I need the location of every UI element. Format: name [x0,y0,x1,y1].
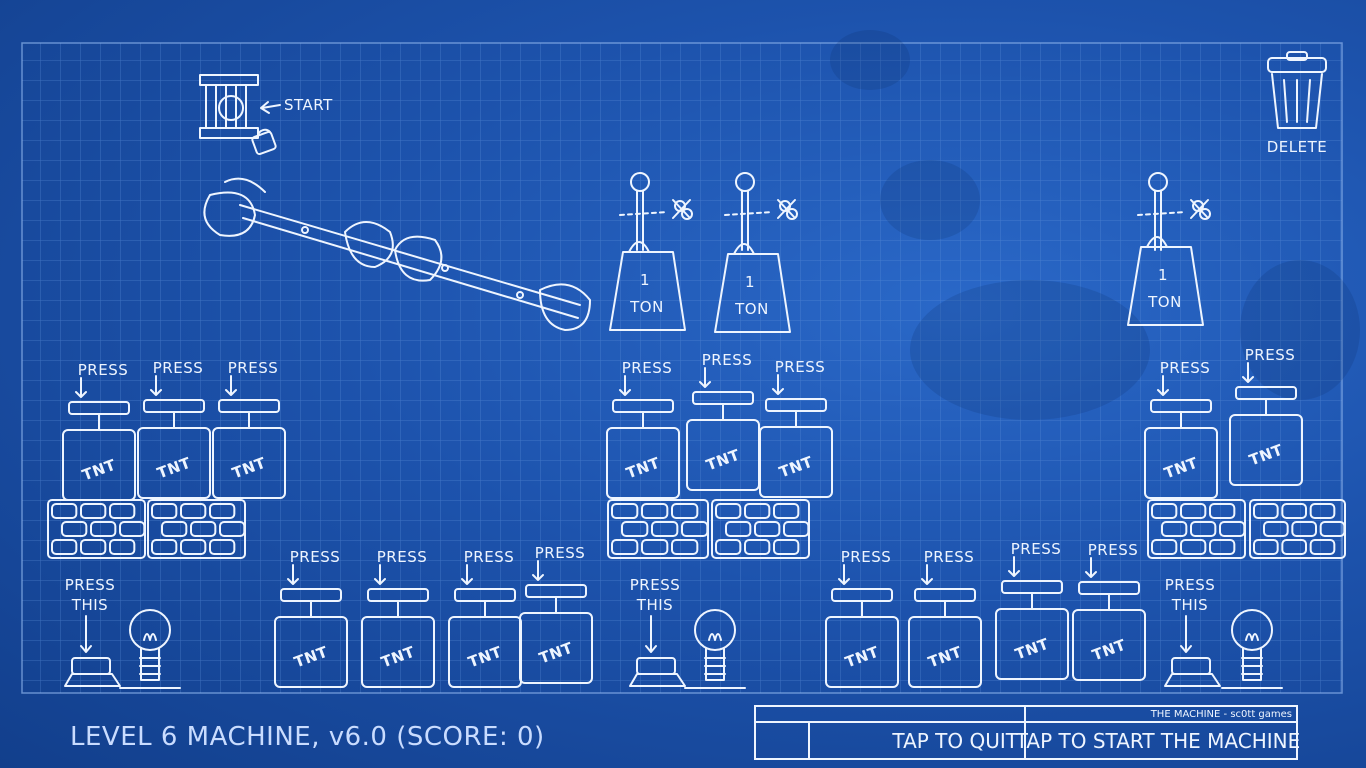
brick-block[interactable] [607,499,709,559]
plunger-icon[interactable] [1150,399,1212,429]
brick-block[interactable] [1147,499,1246,559]
title-block: THE MACHINE - sc0tt games TAP TO QUIT TA… [754,705,1300,760]
start-label: START [284,96,333,114]
press-label: PRESS [1245,346,1296,364]
plunger-icon[interactable] [1001,580,1063,610]
press-this-label-1: PRESS [1165,576,1216,594]
press-label: PRESS [775,358,826,376]
light-bulb-icon [1221,609,1283,689]
plunger-icon[interactable] [692,391,754,421]
press-label: PRESS [622,359,673,377]
press-label: PRESS [228,359,279,377]
plunger-icon[interactable] [914,588,976,618]
press-this-label-1: PRESS [630,576,681,594]
press-label: PRESS [464,548,515,566]
press-label: PRESS [1011,540,1062,558]
press-label: PRESS [924,548,975,566]
press-this-label-2: THIS [1171,596,1208,614]
start-cage[interactable]: START [199,74,333,156]
weight-label-bottom: TON [734,300,769,318]
weight-label-top: 1 [1158,266,1168,284]
press-this-label-1: PRESS [65,576,116,594]
press-this-switch[interactable]: PRESS THIS [1164,576,1221,687]
press-label: PRESS [1088,541,1139,559]
press-this-switch[interactable]: PRESS THIS [64,576,121,687]
hand-chain-rod[interactable] [203,177,591,331]
weight-label-top: 1 [640,271,650,289]
plunger-icon[interactable] [1078,581,1140,611]
weight-label-top: 1 [745,273,755,291]
plunger-icon[interactable] [525,584,587,614]
plunger-icon[interactable] [280,588,342,618]
weight-label-bottom: TON [629,298,664,316]
press-label: PRESS [535,544,586,562]
delete-trash-can[interactable]: DELETE [1267,51,1328,156]
plunger-icon[interactable] [68,401,130,431]
brick-block[interactable] [47,499,146,559]
press-label: PRESS [78,361,129,379]
light-bulb-icon [684,609,746,689]
weight-label-bottom: TON [1147,293,1182,311]
scissors-icon[interactable] [619,199,693,220]
scissors-icon[interactable] [1137,199,1211,220]
level-label: LEVEL 6 MACHINE, v6.0 (SCORE: 0) [70,722,545,752]
plunger-icon[interactable] [612,399,674,429]
plunger-icon[interactable] [765,398,827,428]
plunger-icon[interactable] [143,399,205,429]
press-label: PRESS [153,359,204,377]
cage-icon [199,74,259,139]
brick-block[interactable] [711,499,810,559]
press-label: PRESS [1160,359,1211,377]
quit-button[interactable]: TAP TO QUIT [808,721,1026,760]
plunger-icon[interactable] [1235,386,1297,416]
press-label: PRESS [841,548,892,566]
press-label: PRESS [377,548,428,566]
brick-block[interactable] [147,499,246,559]
press-label: PRESS [290,548,341,566]
light-bulb-icon [119,609,181,689]
delete-label: DELETE [1267,138,1328,156]
press-this-label-2: THIS [71,596,108,614]
press-this-label-2: THIS [636,596,673,614]
press-label: PRESS [702,351,753,369]
press-this-switch[interactable]: PRESS THIS [629,576,686,687]
plunger-icon[interactable] [367,588,429,618]
plunger-icon[interactable] [218,399,280,429]
start-machine-button[interactable]: TAP TO START THE MACHINE [1016,721,1300,760]
scissors-icon[interactable] [724,199,798,220]
plunger-icon[interactable] [454,588,516,618]
trash-can-icon [1267,51,1327,129]
plunger-icon[interactable] [831,588,893,618]
brick-block[interactable] [1249,499,1346,559]
lock-icon [251,128,277,156]
title-block-blank-cell-2 [754,721,810,760]
